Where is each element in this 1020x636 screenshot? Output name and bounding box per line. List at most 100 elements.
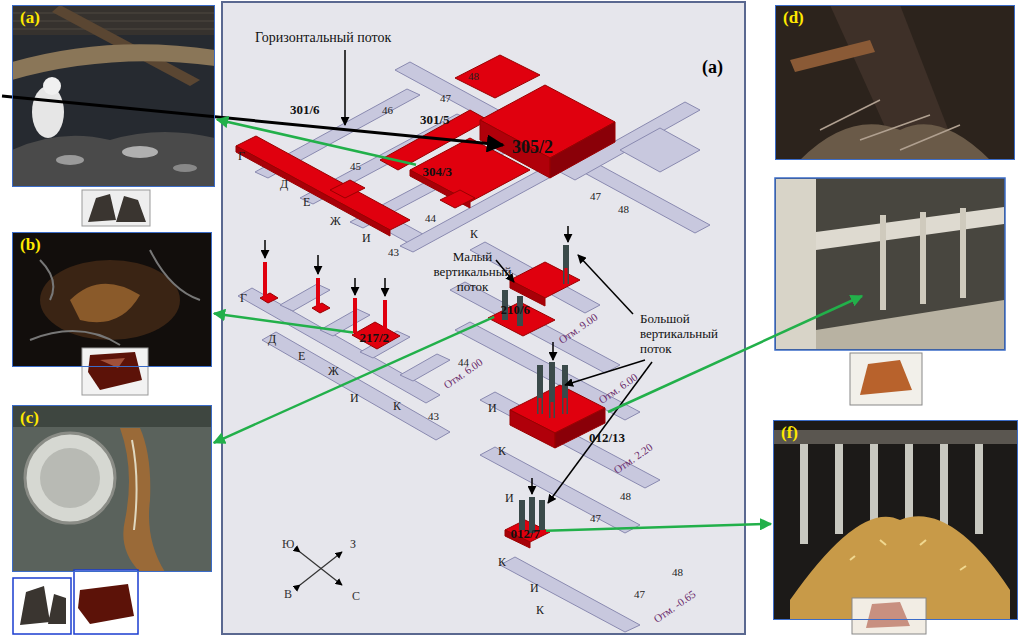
leader-line <box>2 96 503 145</box>
photo-c <box>120 428 165 572</box>
pipe <box>519 500 525 530</box>
axis-letter: И <box>350 392 359 406</box>
photo-d <box>820 100 960 150</box>
room-node: 210/6 <box>496 298 534 317</box>
sample-inset <box>74 570 138 634</box>
photo-f <box>870 444 878 526</box>
photo-panel: (d) <box>775 5 1015 160</box>
room-node: 304/3 <box>418 160 456 179</box>
axis-number: 48 <box>672 566 683 579</box>
room-node: 217/2 <box>355 326 393 345</box>
sample-inset <box>82 190 150 226</box>
axis-letter: Е <box>303 196 310 210</box>
panel-letter: (c) <box>20 409 39 428</box>
photo-panel: (a) <box>12 5 215 187</box>
flow-label: Горизонтальный поток <box>255 30 391 46</box>
panel-letter: (d) <box>783 9 804 28</box>
photo-pointer <box>214 317 494 443</box>
lava-flow <box>440 190 475 208</box>
photo-d <box>775 5 1015 160</box>
pipe <box>537 365 543 414</box>
photo-d <box>775 5 1015 160</box>
room-node: 012/7 <box>506 522 544 541</box>
lava-flow <box>236 55 615 548</box>
elevation-label: Отм. 2.20 <box>611 441 655 477</box>
leader-line <box>2 96 862 412</box>
sample-inset <box>850 353 922 405</box>
photo-b <box>70 284 140 323</box>
flow-arrow <box>548 362 652 503</box>
photo-f <box>850 540 966 570</box>
lava-flow <box>550 122 615 178</box>
axis-letter: И <box>362 232 371 246</box>
lava-flow <box>330 180 365 198</box>
photo-e <box>775 178 1005 350</box>
axis-letter: Ж <box>330 215 341 229</box>
photo-c <box>132 440 137 530</box>
flow-arrow <box>317 255 319 274</box>
panel-letter: (a) <box>702 58 723 78</box>
photo-pointer <box>217 120 416 165</box>
axis-letter: Ж <box>328 365 339 379</box>
room-grid <box>360 331 410 358</box>
sample-inset <box>88 352 142 390</box>
room-grid <box>236 62 710 632</box>
sample-inset <box>852 598 926 634</box>
photo-pointer <box>214 314 353 333</box>
flow-arrow <box>578 255 633 314</box>
room-grid <box>395 62 710 233</box>
photo-a <box>173 164 197 172</box>
photo-c <box>25 433 115 523</box>
pipe <box>563 245 569 284</box>
flow-arrow <box>531 478 533 494</box>
sample-inset <box>78 584 134 624</box>
photo-f <box>940 444 948 526</box>
photo-b <box>40 260 180 340</box>
photo-e <box>880 215 886 310</box>
lava-pipe <box>353 298 357 333</box>
axis-letter: Д <box>268 333 276 347</box>
sample-inset <box>88 194 146 222</box>
axis-number: 43 <box>428 410 439 423</box>
room-number: 210/6 <box>500 303 530 317</box>
photo-f <box>835 444 843 534</box>
room-number: 301/5 <box>420 113 450 128</box>
sample-inset <box>82 348 148 395</box>
leader-line <box>608 296 862 412</box>
photo-f <box>773 420 1018 620</box>
sample-inset <box>860 360 912 395</box>
photo-e <box>776 179 816 349</box>
schematic-ground <box>222 2 745 634</box>
lava-pipe <box>316 278 320 308</box>
lava-flow <box>455 55 540 98</box>
axis-number: 48 <box>468 70 479 83</box>
compass-label: С <box>352 590 360 604</box>
photo-f <box>773 430 1018 444</box>
flow-arrow <box>264 240 266 258</box>
lava-flow <box>260 293 278 303</box>
photo-d <box>790 40 875 72</box>
photo-c <box>12 405 212 572</box>
lava-flow <box>510 410 555 448</box>
room-number: 304/3 <box>422 165 452 179</box>
photo-f <box>905 444 913 522</box>
lava-pipe <box>263 262 267 298</box>
compass <box>300 552 342 585</box>
photo-f <box>800 444 808 544</box>
flow-arrow <box>265 50 652 503</box>
photo-panel: (c) <box>12 405 212 572</box>
room-number: 012/7 <box>510 527 540 541</box>
pipe <box>549 362 555 418</box>
room-grid <box>480 447 640 533</box>
photo-c <box>12 405 212 427</box>
pipe-lava <box>565 268 568 284</box>
photo-panel: (f) <box>773 420 1018 620</box>
photo-f <box>975 444 983 534</box>
compass-label: З <box>350 538 356 552</box>
panel-letter: (a) <box>20 9 40 28</box>
axis-number: 48 <box>618 203 629 216</box>
